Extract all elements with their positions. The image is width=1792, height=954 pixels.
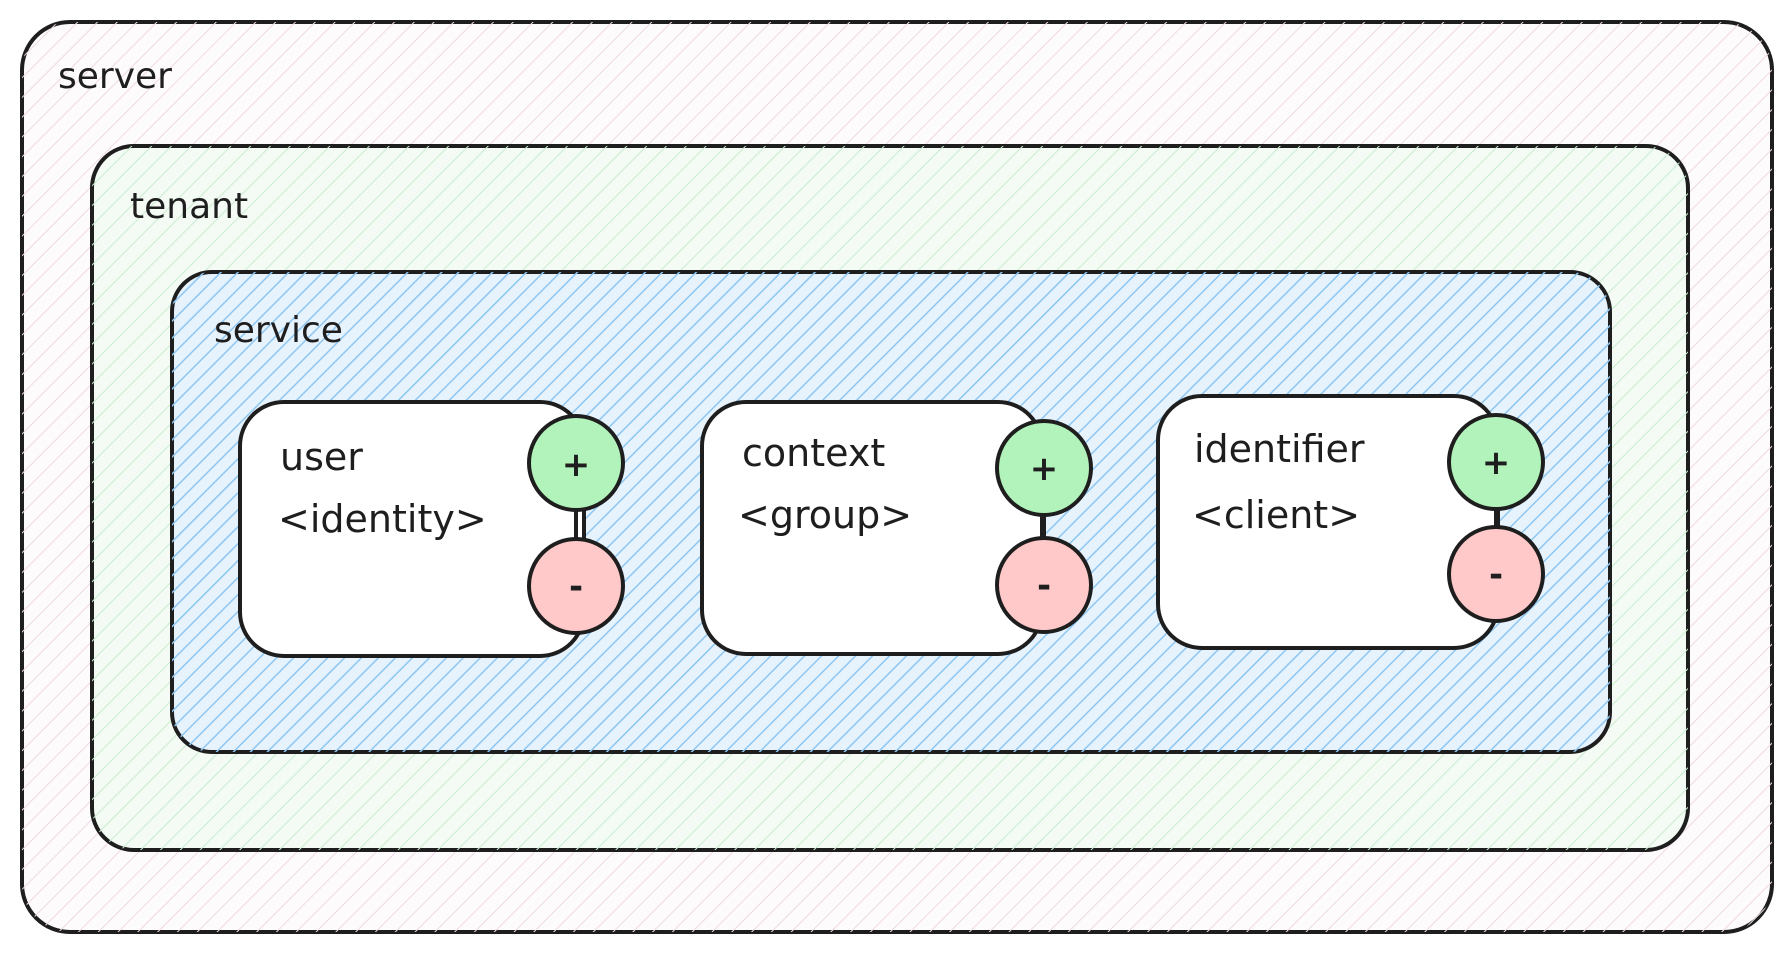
card-title: context bbox=[742, 431, 885, 475]
card-title: identifier bbox=[1194, 427, 1365, 471]
plus-icon: + bbox=[1030, 449, 1059, 489]
card-identifier[interactable]: identifier <client> + - bbox=[1156, 394, 1545, 650]
plus-icon: + bbox=[562, 445, 591, 485]
minus-icon: - bbox=[569, 567, 583, 607]
tenant-label: tenant bbox=[130, 186, 248, 227]
server-label: server bbox=[58, 56, 172, 97]
plus-icon: + bbox=[1482, 443, 1511, 483]
add-button[interactable]: + bbox=[527, 414, 625, 512]
card-subtitle: <client> bbox=[1192, 493, 1360, 537]
minus-icon: - bbox=[1037, 566, 1051, 606]
remove-button[interactable]: - bbox=[527, 537, 625, 635]
card-context[interactable]: context <group> + - bbox=[700, 400, 1093, 656]
card-title: user bbox=[280, 435, 363, 479]
card-subtitle: <group> bbox=[738, 493, 912, 537]
card-subtitle: <identity> bbox=[278, 497, 487, 541]
service-label: service bbox=[214, 310, 343, 351]
remove-button[interactable]: - bbox=[995, 536, 1093, 634]
add-button[interactable]: + bbox=[1447, 413, 1545, 511]
add-button[interactable]: + bbox=[995, 419, 1093, 517]
minus-icon: - bbox=[1489, 555, 1503, 595]
remove-button[interactable]: - bbox=[1447, 525, 1545, 623]
card-user[interactable]: user <identity> + - bbox=[238, 400, 625, 658]
